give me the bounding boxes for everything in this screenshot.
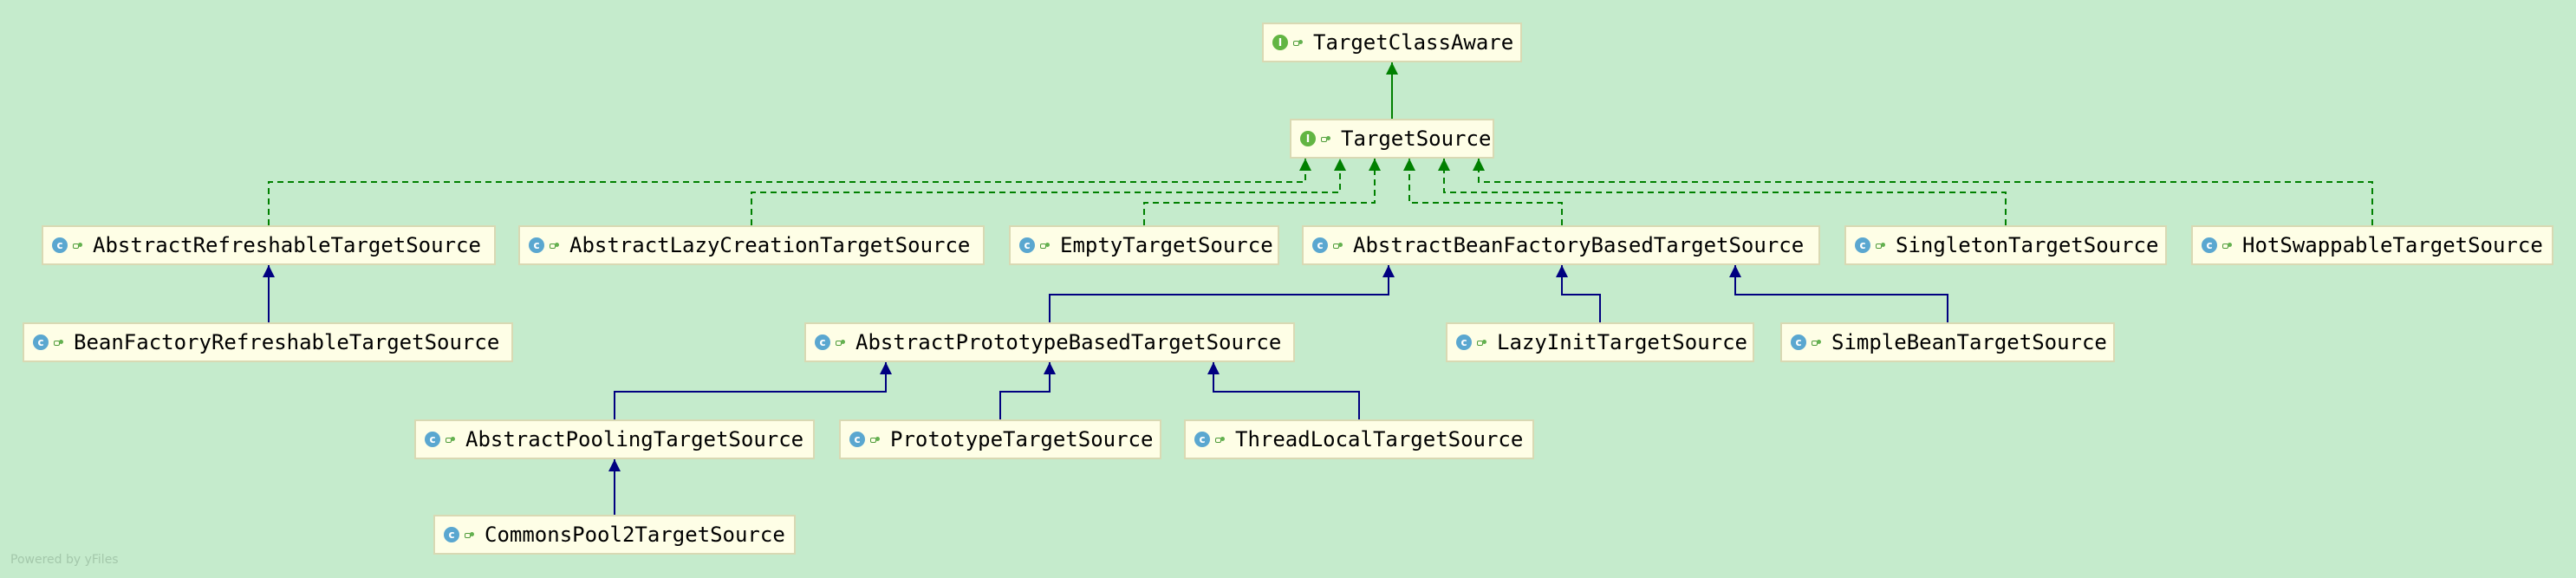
- node-label: AbstractLazyCreationTargetSource: [569, 233, 971, 257]
- node-label: SimpleBeanTargetSource: [1831, 330, 2107, 354]
- public-modifier-icon: [1875, 239, 1887, 251]
- arrowhead-n6-to-n2: [1403, 159, 1415, 171]
- edge-n10-to-n6: [1049, 265, 1389, 322]
- node-label: BeanFactoryRefreshableTargetSource: [74, 330, 500, 354]
- node-commonspool2targetsource[interactable]: c CommonsPool2TargetSource: [433, 515, 796, 555]
- class-icon: c: [1855, 237, 1870, 253]
- public-modifier-icon: [53, 336, 65, 348]
- edge-n11-to-n6: [1561, 265, 1601, 322]
- node-targetsource[interactable]: I TargetSource: [1290, 119, 1494, 159]
- arrowhead-n13-to-n10: [880, 362, 892, 374]
- arrowhead-n3-to-n2: [1299, 159, 1311, 171]
- public-modifier-icon: [72, 239, 84, 251]
- class-icon: c: [529, 237, 544, 253]
- public-modifier-icon: [1476, 336, 1488, 348]
- arrowhead-n2-to-n1: [1386, 62, 1398, 75]
- edge-n12-to-n6: [1734, 265, 1948, 322]
- edge-n8-to-n2: [1478, 159, 2373, 225]
- class-icon: c: [1791, 334, 1806, 350]
- class-icon: c: [1312, 237, 1328, 253]
- node-abstractpoolingtargetsource[interactable]: c AbstractPoolingTargetSource: [414, 419, 815, 459]
- public-modifier-icon: [464, 529, 476, 541]
- class-icon: c: [425, 432, 440, 447]
- edge-n3-to-n2: [268, 159, 1306, 225]
- arrowhead-n9-to-n3: [263, 265, 275, 277]
- class-icon: c: [444, 527, 459, 542]
- node-targetclassaware[interactable]: I TargetClassAware: [1262, 23, 1522, 62]
- public-modifier-icon: [1292, 36, 1304, 49]
- class-icon: c: [1456, 334, 1472, 350]
- node-prototypetargetsource[interactable]: c PrototypeTargetSource: [839, 419, 1161, 459]
- node-label: AbstractBeanFactoryBasedTargetSource: [1353, 233, 1805, 257]
- public-modifier-icon: [1039, 239, 1051, 251]
- interface-icon: I: [1300, 131, 1316, 146]
- node-label: AbstractPrototypeBasedTargetSource: [855, 330, 1282, 354]
- node-abstractprototypebasedtargetsource[interactable]: c AbstractPrototypeBasedTargetSource: [804, 322, 1295, 362]
- node-label: PrototypeTargetSource: [890, 427, 1154, 451]
- class-icon: c: [33, 334, 49, 350]
- edge-n13-to-n10: [614, 362, 887, 419]
- public-modifier-icon: [549, 239, 561, 251]
- node-label: AbstractRefreshableTargetSource: [93, 233, 481, 257]
- edge-n4-to-n2: [751, 159, 1341, 225]
- class-icon: c: [849, 432, 865, 447]
- class-icon: c: [2202, 237, 2217, 253]
- node-label: ThreadLocalTargetSource: [1235, 427, 1524, 451]
- arrowhead-n15-to-n10: [1207, 362, 1220, 374]
- public-modifier-icon: [1320, 133, 1332, 145]
- node-label: TargetClassAware: [1313, 30, 1514, 55]
- node-abstractbeanfactorybasedtargetsource[interactable]: c AbstractBeanFactoryBasedTargetSource: [1302, 225, 1820, 265]
- node-label: AbstractPoolingTargetSource: [465, 427, 804, 451]
- node-emptytargetsource[interactable]: c EmptyTargetSource: [1009, 225, 1279, 265]
- arrowhead-n12-to-n6: [1729, 265, 1741, 277]
- arrowhead-n11-to-n6: [1556, 265, 1568, 277]
- node-label: HotSwappableTargetSource: [2242, 233, 2543, 257]
- class-icon: c: [1194, 432, 1210, 447]
- node-threadlocaltargetsource[interactable]: c ThreadLocalTargetSource: [1184, 419, 1534, 459]
- public-modifier-icon: [2221, 239, 2234, 251]
- arrowhead-n8-to-n2: [1473, 159, 1485, 171]
- arrowhead-n4-to-n2: [1334, 159, 1346, 171]
- node-hotswappabletargetsource[interactable]: c HotSwappableTargetSource: [2191, 225, 2553, 265]
- edge-n14-to-n10: [999, 362, 1051, 419]
- arrowhead-n5-to-n2: [1369, 159, 1381, 171]
- arrowhead-n16-to-n13: [608, 459, 621, 471]
- class-icon: c: [1019, 237, 1035, 253]
- node-abstractrefreshabletargetsource[interactable]: c AbstractRefreshableTargetSource: [42, 225, 496, 265]
- node-label: LazyInitTargetSource: [1497, 330, 1747, 354]
- edge-n7-to-n2: [1443, 159, 2007, 225]
- class-icon: c: [815, 334, 830, 350]
- arrowhead-n14-to-n10: [1044, 362, 1056, 374]
- node-beanfactoryrefreshabletargetsource[interactable]: c BeanFactoryRefreshableTargetSource: [23, 322, 513, 362]
- edge-n6-to-n2: [1408, 159, 1563, 225]
- public-modifier-icon: [1214, 433, 1226, 445]
- arrowhead-n7-to-n2: [1438, 159, 1450, 171]
- edge-n5-to-n2: [1143, 159, 1376, 225]
- public-modifier-icon: [1332, 239, 1344, 251]
- public-modifier-icon: [445, 433, 457, 445]
- watermark: Powered by yFiles: [10, 553, 119, 567]
- node-label: CommonsPool2TargetSource: [485, 523, 785, 547]
- class-icon: c: [52, 237, 68, 253]
- node-simplebeantargetsource[interactable]: c SimpleBeanTargetSource: [1780, 322, 2115, 362]
- node-label: TargetSource: [1341, 127, 1492, 151]
- interface-icon: I: [1272, 35, 1288, 50]
- public-modifier-icon: [835, 336, 847, 348]
- node-label: SingletonTargetSource: [1896, 233, 2159, 257]
- node-abstractlazycreationtargetsource[interactable]: c AbstractLazyCreationTargetSource: [518, 225, 985, 265]
- public-modifier-icon: [869, 433, 881, 445]
- public-modifier-icon: [1811, 336, 1823, 348]
- node-singletontargetsource[interactable]: c SingletonTargetSource: [1844, 225, 2167, 265]
- arrowhead-n10-to-n6: [1382, 265, 1395, 277]
- node-lazyinittargetsource[interactable]: c LazyInitTargetSource: [1446, 322, 1754, 362]
- node-label: EmptyTargetSource: [1060, 233, 1273, 257]
- edge-n15-to-n10: [1213, 362, 1360, 419]
